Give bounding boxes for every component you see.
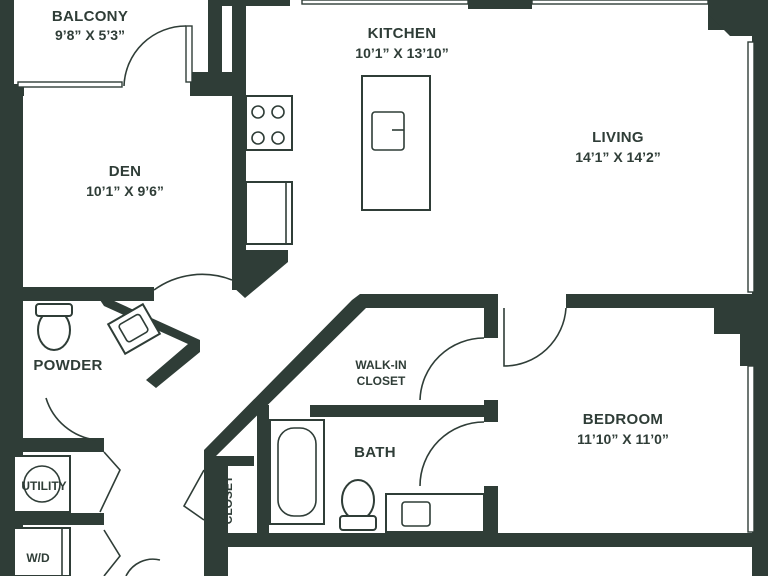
- labels: BALCONY 9’8” X 5’3” KITCHEN 10’1” X 13’1…: [21, 8, 669, 565]
- room-label-bedroom: BEDROOM: [583, 411, 663, 428]
- room-label-wd: W/D: [26, 551, 50, 565]
- room-label-bath: BATH: [354, 444, 396, 461]
- windows: [17, 0, 755, 533]
- powder-sink-basin: [118, 313, 149, 343]
- room-dims-den: 10’1” X 9’6”: [86, 183, 164, 199]
- wall-right-exterior: [752, 0, 768, 576]
- burner-icon: [251, 105, 265, 119]
- wall-closet-right: [484, 294, 498, 338]
- wall-bedroom-pillar-2: [740, 334, 768, 366]
- wall-closet-diagonal: [204, 294, 498, 470]
- island-sink: [371, 111, 405, 151]
- room-dims-kitchen: 10’1” X 13’10”: [355, 45, 448, 61]
- wall-powder-diagonal: [100, 300, 200, 388]
- wall-closet-small: [204, 456, 254, 466]
- room-label-utility: UTILITY: [21, 479, 66, 493]
- wall-balcony-den: [14, 84, 24, 96]
- wall-utility-top: [14, 438, 104, 452]
- room-dims-bedroom: 11’10” X 11’0”: [577, 431, 669, 447]
- bath-sink-basin: [401, 501, 431, 527]
- door-utility: [99, 451, 121, 513]
- window-top-2: [531, 0, 709, 5]
- wall-bath-left: [257, 405, 269, 545]
- bath-vanity: [385, 493, 485, 533]
- door-den: [153, 273, 233, 291]
- wall-top-exterior: [468, 0, 532, 9]
- room-label-closet: CLOSET: [221, 475, 235, 524]
- door-walkin: [419, 337, 485, 401]
- refrigerator: [245, 181, 293, 245]
- wall-utility-bottom: [14, 513, 104, 525]
- door-bath: [419, 421, 485, 487]
- room-label-walkin-line2: CLOSET: [357, 374, 406, 388]
- burner-icon: [271, 105, 285, 119]
- wall-bedroom-pillar: [714, 294, 768, 334]
- washer-dryer: [13, 527, 71, 576]
- window-right-living: [747, 41, 755, 293]
- door-bedroom: [503, 307, 567, 367]
- room-dims-balcony: 9’8” X 5’3”: [55, 27, 125, 43]
- burner-icon: [251, 131, 265, 145]
- wall-bath-right-lower: [484, 486, 498, 546]
- wall-kitchen-top-left: [222, 0, 290, 6]
- powder-sink: [106, 302, 162, 356]
- kitchen-island: [361, 75, 431, 211]
- wall-den-bottom: [14, 287, 154, 301]
- room-label-walkin-line1: WALK-IN: [355, 358, 406, 372]
- window-balcony-bottom: [17, 81, 123, 88]
- room-label-living: LIVING: [592, 129, 644, 146]
- door-balcony: [123, 25, 187, 87]
- room-label-balcony: BALCONY: [52, 8, 128, 25]
- door-entry: [125, 558, 161, 576]
- wall-bottom-left: [204, 456, 228, 576]
- door-powder: [45, 397, 97, 441]
- bathtub-basin: [277, 427, 317, 517]
- toilet-tank-powder: [35, 303, 73, 317]
- burner-icon: [271, 131, 285, 145]
- window-top-1: [301, 0, 469, 5]
- window-right-bedroom: [747, 365, 755, 533]
- wall-closet-bottom: [310, 405, 498, 417]
- room-label-kitchen: KITCHEN: [368, 25, 437, 42]
- room-label-powder: POWDER: [33, 357, 102, 374]
- water-heater-icon: [23, 465, 61, 503]
- toilet-tank-bath: [339, 515, 377, 531]
- doors: [45, 25, 567, 576]
- window-balcony-right: [185, 25, 193, 83]
- room-dims-living: 14’1” X 14’2”: [575, 149, 661, 165]
- door-closet: [182, 469, 205, 521]
- fixtures: [13, 75, 485, 576]
- toilet-bath: [341, 479, 375, 521]
- wall-balcony-right: [208, 0, 222, 96]
- door-wd: [103, 529, 121, 576]
- wall-bath-right: [484, 400, 498, 422]
- wall-kitchen-diagonal: [232, 250, 288, 298]
- wall-bottom-exterior: [204, 533, 768, 547]
- wall-kitchen-left: [232, 0, 246, 290]
- room-label-den: DEN: [109, 163, 142, 180]
